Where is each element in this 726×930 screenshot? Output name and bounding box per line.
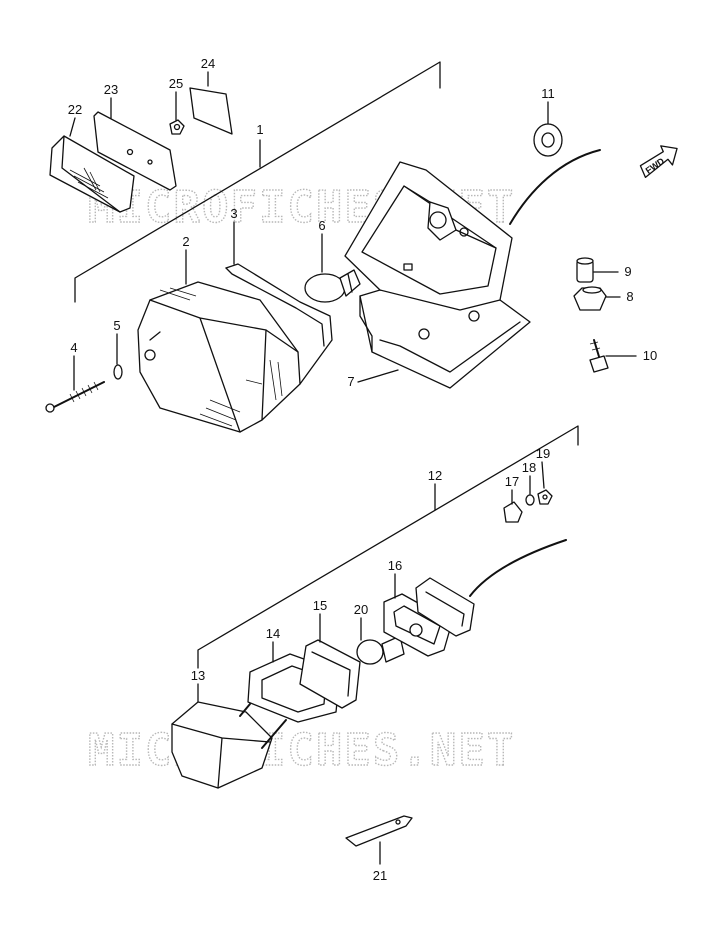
gasket-part-15 [299, 639, 361, 709]
wire-harness-bottom [469, 539, 567, 597]
cushion-part-8 [573, 286, 607, 311]
washer-part-5 [113, 364, 123, 380]
callout-9: 9 [624, 264, 631, 279]
callout-20: 20 [354, 602, 368, 617]
assembly-bracket-12 [197, 425, 579, 669]
callout-7: 7 [347, 374, 354, 389]
bracket-part-21 [345, 815, 413, 847]
reflector-part-22 [49, 135, 135, 213]
callout-19: 19 [536, 446, 550, 461]
watermark-bottom: MICROFICHES.NET [88, 725, 515, 776]
callout-15: 15 [313, 598, 327, 613]
plate-part-24 [189, 87, 233, 135]
callout-3: 3 [230, 206, 237, 221]
callout-6: 6 [318, 218, 325, 233]
washer-part-18 [525, 494, 535, 506]
callout-21: 21 [373, 868, 387, 883]
callout-16: 16 [388, 558, 402, 573]
callout-17: 17 [505, 474, 519, 489]
callout-2: 2 [182, 234, 189, 249]
callout-1: 1 [256, 122, 263, 137]
callout-12: 12 [428, 468, 442, 483]
callout-18: 18 [522, 460, 536, 475]
callout-11: 11 [541, 86, 555, 101]
collar-part-9 [576, 257, 594, 283]
screw-part-13-pin [239, 703, 287, 749]
nut-part-19 [537, 489, 553, 505]
grommet-part-11 [533, 123, 563, 157]
callout-labels: 22 23 25 24 1 2 3 4 5 6 7 8 9 10 11 12 1… [68, 56, 657, 883]
gasket-part-23 [93, 111, 177, 191]
lens-part-13 [171, 701, 273, 789]
callout-13: 13 [191, 668, 205, 683]
callout-10: 10 [643, 348, 657, 363]
wire-harness-top [509, 149, 601, 225]
screw-part-4 [45, 381, 105, 413]
forward-direction-marker: FWD [639, 145, 678, 178]
bulb-part-20 [356, 635, 405, 665]
callout-23: 23 [104, 82, 118, 97]
callout-5: 5 [113, 318, 120, 333]
bolt-part-10 [589, 339, 609, 373]
bulb-part-6 [304, 269, 361, 303]
callout-8: 8 [626, 289, 633, 304]
callout-14: 14 [266, 626, 280, 641]
lens-gasket-part-3 [225, 263, 333, 385]
housing-part-7 [344, 161, 531, 389]
assembly-bracket-1 [74, 61, 441, 303]
callout-24: 24 [201, 56, 215, 71]
housing-part-12-rear [415, 577, 475, 637]
callout-4: 4 [70, 340, 77, 355]
socket-part-16 [383, 593, 453, 657]
callout-22: 22 [68, 102, 82, 117]
callout-25: 25 [169, 76, 183, 91]
leader-lines [69, 71, 637, 865]
nut-part-17 [503, 501, 523, 523]
nut-part-25 [169, 119, 185, 135]
lens-part-2 [137, 281, 301, 433]
